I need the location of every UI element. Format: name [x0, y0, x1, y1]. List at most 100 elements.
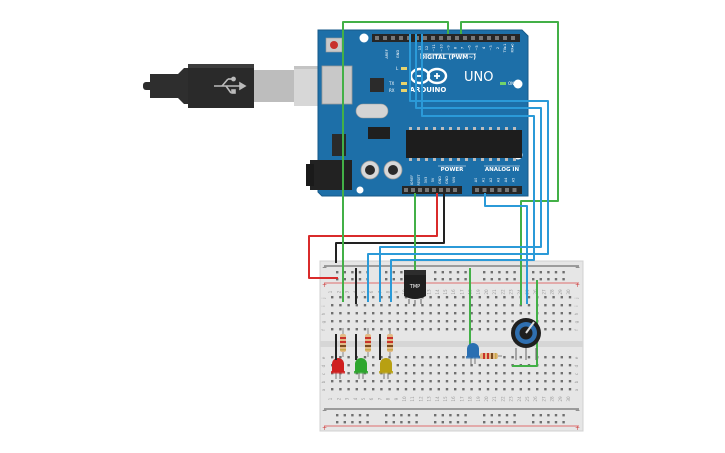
- breadboard-row-letter: e: [574, 356, 579, 359]
- breadboard-column-number: 29: [558, 396, 563, 402]
- breadboard-column-number: 15: [443, 289, 448, 295]
- tx-led: [401, 82, 407, 85]
- l-led-label: L: [396, 66, 399, 71]
- wire-green-pin8[interactable]: [460, 21, 559, 305]
- header-pin[interactable]: [463, 36, 467, 40]
- resistor-2[interactable]: [365, 328, 371, 357]
- power-pin[interactable]: [446, 188, 450, 192]
- breadboard-column-number: 16: [451, 289, 456, 295]
- rx-led: [401, 89, 407, 92]
- breadboard-column-number: 23: [509, 396, 514, 402]
- power-pin[interactable]: [425, 188, 429, 192]
- wire-green-pot[interactable]: [512, 280, 538, 367]
- header-pin[interactable]: [423, 36, 427, 40]
- power-pin[interactable]: [453, 188, 457, 192]
- header-pin[interactable]: [479, 36, 483, 40]
- analog-pin[interactable]: [475, 188, 479, 192]
- power-pin[interactable]: [418, 188, 422, 192]
- header-pin[interactable]: [439, 36, 443, 40]
- header-pin[interactable]: [383, 36, 387, 40]
- breadboard-row-letter: h: [321, 312, 326, 315]
- header-pin[interactable]: [399, 36, 403, 40]
- breadboard-column-number: 14: [435, 396, 440, 402]
- power-pin-label: VIN: [452, 177, 456, 183]
- header-pin[interactable]: [375, 36, 379, 40]
- aref-label: AREF: [385, 49, 389, 58]
- wire-blue-1[interactable]: [367, 34, 549, 302]
- wire-blue-3[interactable]: [390, 34, 535, 302]
- temperature-sensor[interactable]: TMP: [404, 270, 426, 305]
- header-pin[interactable]: [391, 36, 395, 40]
- breadboard-column-number: 14: [435, 289, 440, 295]
- tx-label: TX: [388, 81, 394, 86]
- power-label: POWER: [441, 167, 465, 173]
- power-pin-label: RESET: [417, 174, 421, 186]
- resistor-4[interactable]: [474, 353, 502, 359]
- wire-gnd-black[interactable]: [335, 193, 445, 263]
- breadboard-column-number: 24: [517, 396, 522, 402]
- header-pin[interactable]: [471, 36, 475, 40]
- digital-pin-label: TX▸1: [503, 44, 507, 54]
- svg-text:+: +: [575, 425, 580, 432]
- analog-pin[interactable]: [505, 188, 509, 192]
- mounting-hole: [356, 186, 364, 194]
- led-2[interactable]: [354, 358, 368, 379]
- digital-pin-label: ~9: [446, 45, 450, 51]
- breadboard-row-letter: j: [574, 297, 579, 299]
- breadboard-column-number: 19: [476, 396, 481, 402]
- power-pin[interactable]: [411, 188, 415, 192]
- breadboard-column-number: 2: [336, 397, 341, 400]
- resistor-3[interactable]: [387, 328, 393, 357]
- breadboard-row-letter: c: [321, 372, 326, 375]
- breadboard-column-number: 17: [459, 396, 464, 402]
- power-pin[interactable]: [404, 188, 408, 192]
- breadboard-column-number: 13: [427, 289, 432, 295]
- breadboard-column-number: 2: [336, 290, 341, 293]
- header-pin[interactable]: [431, 36, 435, 40]
- power-pin-label: 3V3: [424, 177, 428, 184]
- breadboard[interactable]: − + − + − + − + 112233445566778899101011…: [319, 260, 584, 432]
- analog-pin[interactable]: [512, 188, 517, 192]
- svg-text:+: +: [575, 282, 580, 289]
- analog-pin-label: A2: [489, 178, 493, 182]
- wire-blue-2[interactable]: [379, 34, 542, 302]
- breadboard-column-number: 7: [377, 397, 382, 400]
- wires[interactable]: [308, 21, 559, 367]
- header-pin[interactable]: [511, 36, 515, 40]
- digital-pin-label: 12: [425, 46, 429, 51]
- analog-pin[interactable]: [482, 188, 487, 192]
- header-pin[interactable]: [495, 36, 499, 40]
- led-3[interactable]: [379, 358, 393, 379]
- header-pin[interactable]: [447, 36, 451, 40]
- breadboard-column-number: 20: [484, 396, 489, 402]
- wire-5v-red[interactable]: [308, 193, 438, 279]
- analog-pin[interactable]: [490, 188, 494, 192]
- led-1[interactable]: [331, 358, 345, 379]
- usb-icon: [214, 76, 247, 94]
- l-led: [401, 67, 407, 70]
- header-pin[interactable]: [503, 36, 507, 40]
- analog-pin[interactable]: [497, 188, 502, 192]
- digital-pin-label: ~6: [468, 45, 472, 51]
- wire-green-pin12[interactable]: [342, 21, 449, 302]
- power-pin[interactable]: [432, 188, 436, 192]
- resistor-1[interactable]: [340, 328, 346, 357]
- svg-text:+: +: [322, 282, 327, 289]
- reset-button[interactable]: [325, 37, 343, 53]
- led-4[interactable]: [466, 343, 480, 364]
- breadboard-column-number: 29: [558, 289, 563, 295]
- power-pin-label: IOREF: [410, 175, 414, 185]
- power-pin[interactable]: [439, 188, 443, 192]
- tmp-label: TMP: [409, 284, 420, 290]
- digital-pin-label: ~11: [432, 44, 436, 52]
- wire-blue-a1[interactable]: [484, 193, 528, 304]
- potentiometer[interactable]: [511, 318, 541, 360]
- header-pin[interactable]: [455, 36, 459, 40]
- header-pin[interactable]: [487, 36, 491, 40]
- digital-pin-label: ~3: [489, 45, 493, 50]
- breadboard-column-number: 6: [369, 397, 374, 400]
- breadboard-column-number: 1: [328, 397, 333, 400]
- breadboard-column-number: 20: [484, 289, 489, 295]
- usb-cable[interactable]: [143, 64, 330, 108]
